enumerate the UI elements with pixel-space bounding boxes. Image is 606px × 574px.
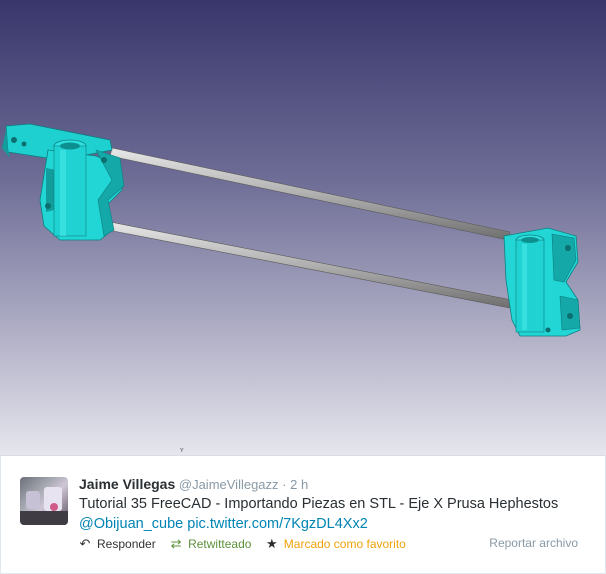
- svg-text:ʏ: ʏ: [180, 447, 184, 454]
- mention-link[interactable]: @Obijuan_cube: [79, 516, 184, 532]
- retweet-icon: ⇄: [170, 536, 182, 551]
- pic-link[interactable]: pic.twitter.com/7KgzDL4Xx2: [187, 516, 368, 532]
- retweet-button[interactable]: ⇄ Retwitteado: [168, 536, 252, 552]
- tweet-header: Jaime Villegas @JaimeVillegazz · 2 h: [79, 476, 308, 492]
- favorite-label: Marcado como favorito: [283, 537, 406, 551]
- right-x-end-part: [503, 227, 581, 337]
- tweet-actions: ↶ Responder ⇄ Retwitteado ★ Marcado como…: [77, 536, 415, 552]
- retweet-label: Retwitteado: [188, 537, 252, 551]
- lower-rod: [107, 221, 513, 309]
- star-icon: ★: [265, 536, 278, 551]
- tweet-card: Jaime Villegas @JaimeVillegazz · 2 h Tut…: [0, 455, 606, 574]
- cad-viewport: ʏ: [0, 0, 606, 455]
- favorite-button[interactable]: ★ Marcado como favorito: [264, 536, 406, 552]
- tweet-body: Tutorial 35 FreeCAD - Importando Piezas …: [79, 496, 559, 512]
- separator: ·: [282, 477, 287, 492]
- upper-rod: [109, 147, 511, 241]
- tweet-time[interactable]: 2 h: [290, 477, 309, 492]
- tweet-text: Tutorial 35 FreeCAD - Importando Piezas …: [79, 494, 589, 534]
- reply-label: Responder: [97, 537, 156, 551]
- reply-icon: ↶: [79, 536, 91, 551]
- report-button[interactable]: Reportar archivo: [489, 536, 578, 550]
- left-x-end-part: [2, 123, 125, 241]
- author-name[interactable]: Jaime Villegas: [79, 476, 176, 492]
- author-handle[interactable]: @JaimeVillegazz: [178, 477, 279, 492]
- reply-button[interactable]: ↶ Responder: [77, 536, 156, 552]
- avatar[interactable]: [20, 477, 68, 525]
- prusa-x-axis-model: ʏ: [2, 123, 581, 454]
